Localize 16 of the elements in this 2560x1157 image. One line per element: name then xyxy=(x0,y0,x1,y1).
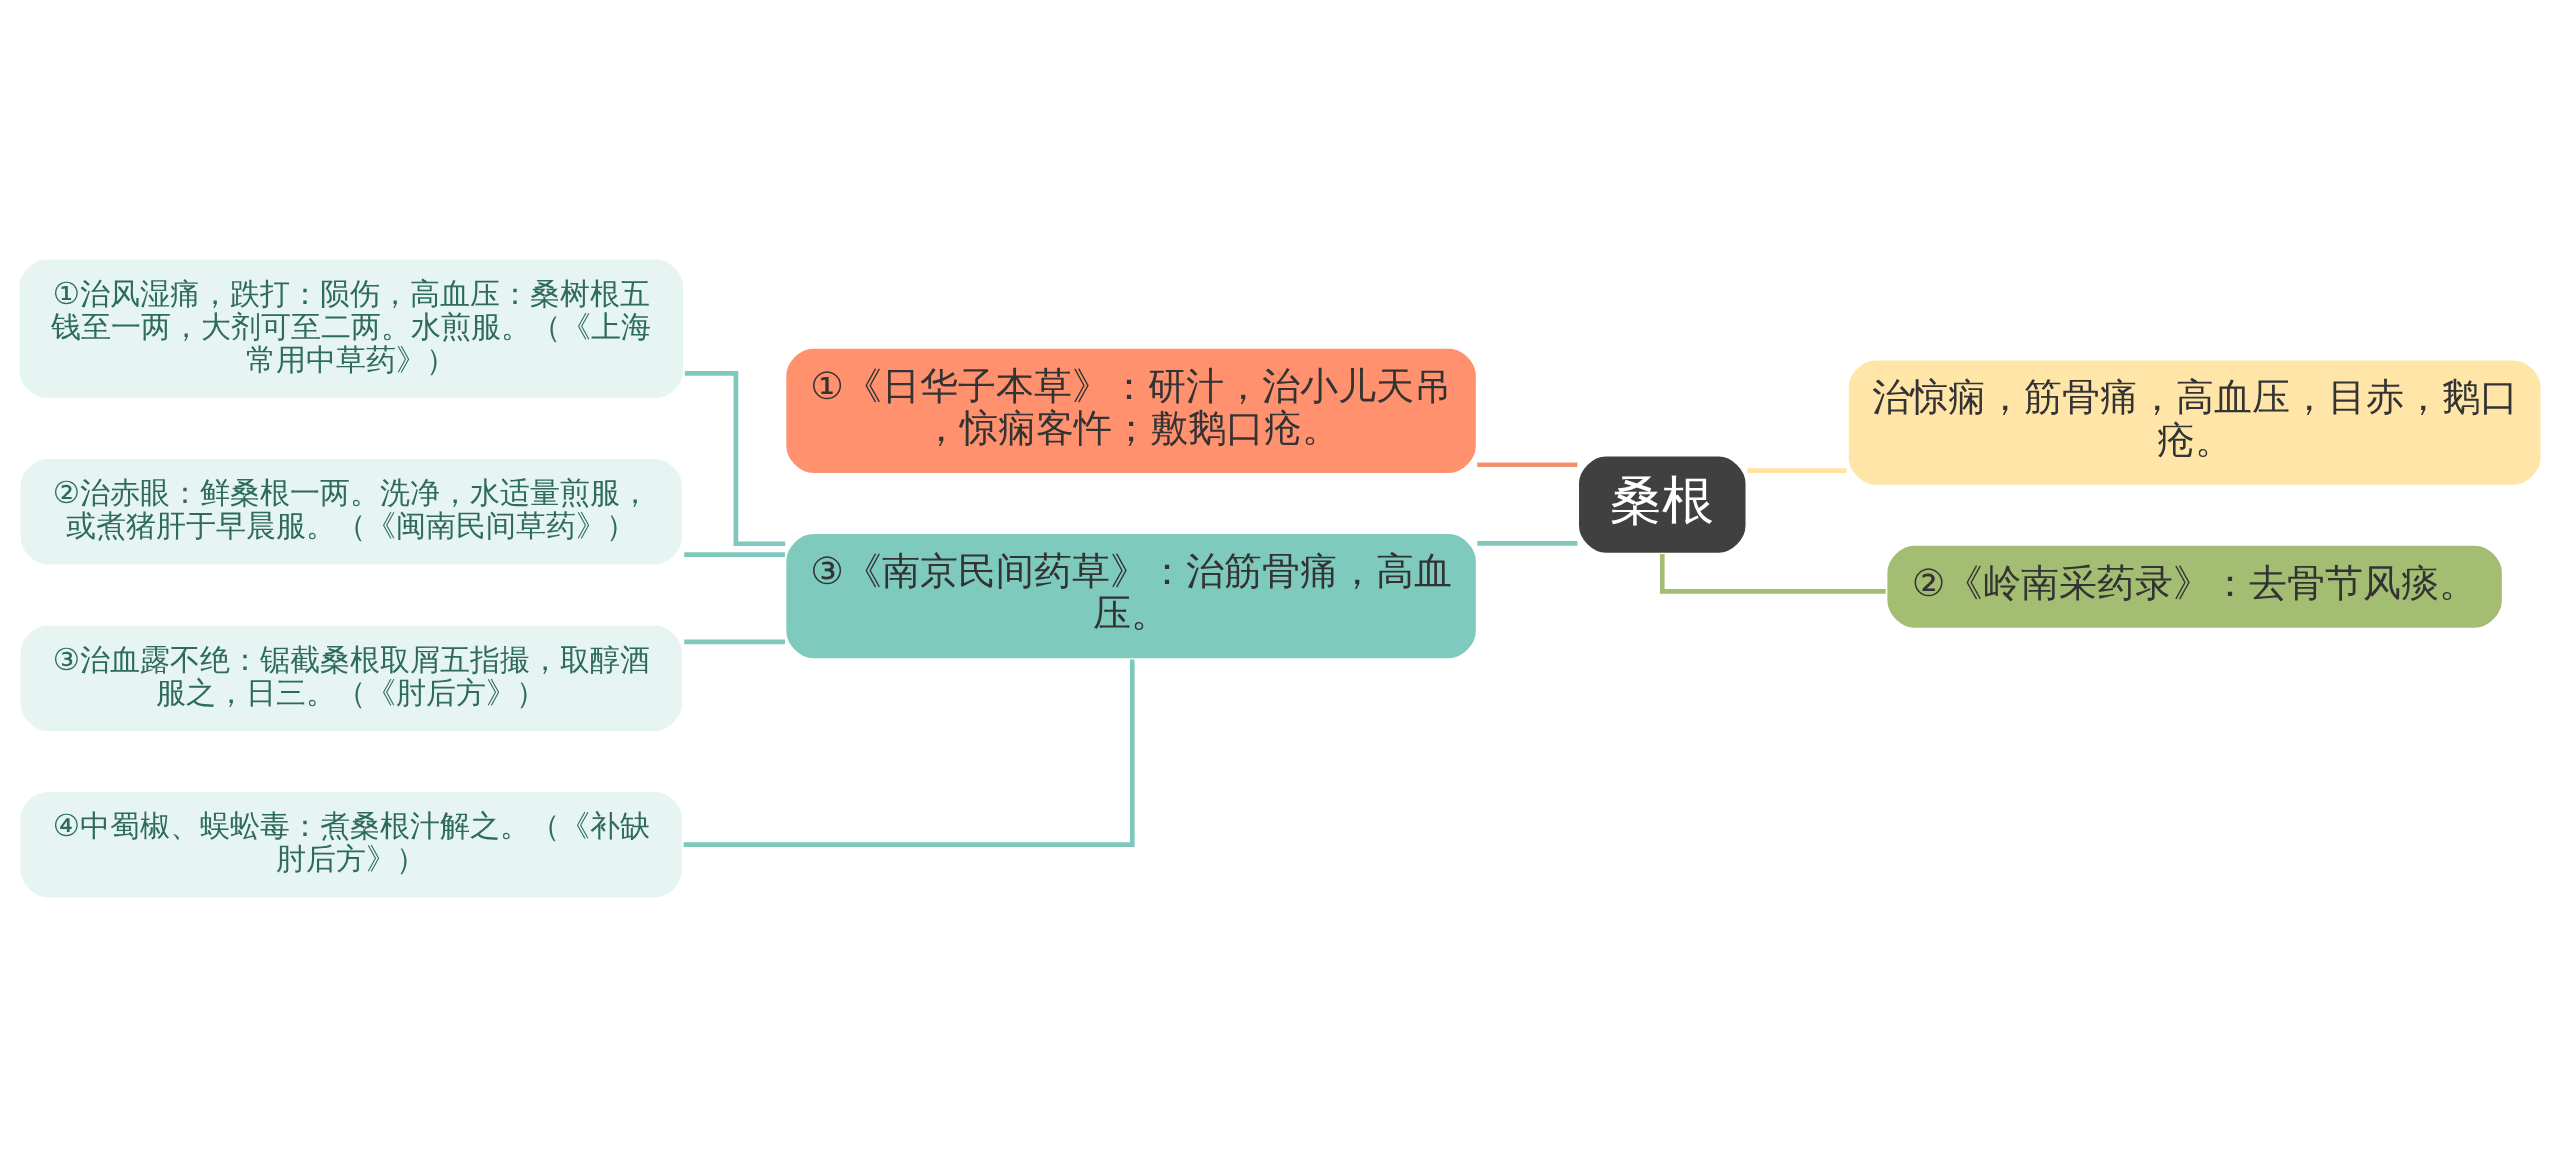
node-box: ①治风湿痛，跌打：陨伤，高血压：桑树根五钱至一两，大剂可至二两。水煎服。（《上海常用中草药》） xyxy=(17,257,686,401)
node-box: ③《南京民间药草》：治筋骨痛，高血压。 xyxy=(784,531,1479,661)
node-box: ②《岭南采药录》：去骨节风痰。 xyxy=(1885,543,2505,631)
node-box: ③治血露不绝：锯截桑根取屑五指撮，取醇酒服之，日三。（《肘后方》） xyxy=(18,623,685,734)
node-box: ④中蜀椒、蜈蚣毒：煮桑根汁解之。（《补缺肘后方》） xyxy=(18,789,685,900)
connector xyxy=(1747,468,1847,473)
connector xyxy=(683,659,1135,848)
connector xyxy=(684,639,785,645)
connector xyxy=(684,552,785,557)
connector xyxy=(684,370,786,547)
node-box: ①《日华子本草》：研汁，治小儿天吊，惊痫客忤；敷鹅口疮。 xyxy=(784,346,1479,476)
connector xyxy=(1477,462,1578,468)
node-box: 治惊痫，筋骨痛，高血压，目赤，鹅口疮。 xyxy=(1846,358,2543,488)
connector xyxy=(1477,540,1578,546)
node-box: ②治赤眼：鲜桑根一两。洗净，水适量煎服，或煮猪肝于早晨服。（《闽南民间草药》） xyxy=(18,456,685,567)
node-box: 桑根 xyxy=(1576,454,1748,556)
